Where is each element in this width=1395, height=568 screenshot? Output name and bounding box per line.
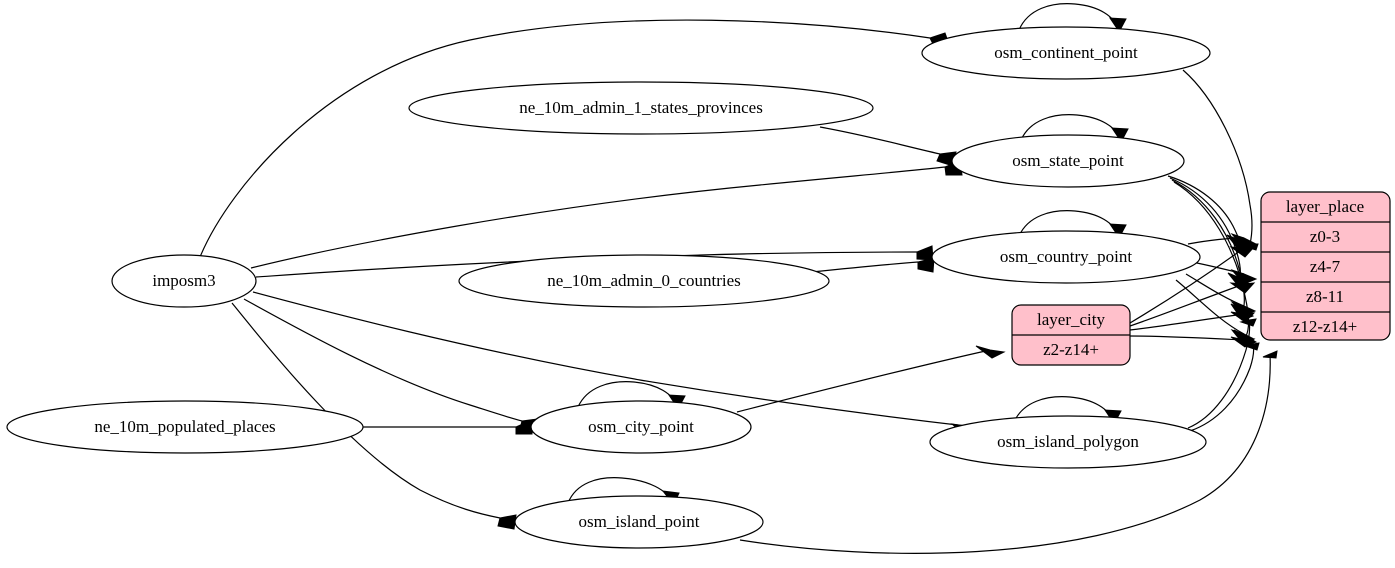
node-label: osm_island_polygon [997, 432, 1139, 451]
node-osm-continent-point[interactable]: osm_continent_point [921, 26, 1211, 80]
edge-ne-countries-to-osm-country-point [811, 257, 935, 273]
node-label: ne_10m_populated_places [94, 417, 275, 436]
node-osm-island-polygon[interactable]: osm_island_polygon [929, 415, 1207, 469]
node-label: osm_country_point [1000, 247, 1132, 266]
node-osm-state-point[interactable]: osm_state_point [951, 134, 1185, 188]
node-label: ne_10m_admin_1_states_provinces [519, 98, 763, 117]
node-ne-10m-populated-places[interactable]: ne_10m_populated_places [6, 400, 364, 454]
edge-osm-city-point-to-layer-city [736, 345, 1006, 413]
node-ne-10m-admin-0-countries[interactable]: ne_10m_admin_0_countries [458, 254, 830, 308]
record-row-z0-3: z0-3 [1310, 227, 1340, 246]
record-title: layer_place [1286, 197, 1364, 216]
node-ne-10m-admin-1-states-provinces[interactable]: ne_10m_admin_1_states_provinces [408, 81, 874, 135]
node-label: ne_10m_admin_0_countries [547, 271, 741, 290]
node-label: osm_state_point [1012, 151, 1124, 170]
node-imposm3[interactable]: imposm3 [111, 254, 257, 308]
edge-layer-city-to-layer-place-z12-z14 [1129, 335, 1256, 348]
edge-imposm3-to-osm-island-point [231, 302, 517, 530]
record-node-layer: layer_place z0-3 z4-7 z8-11 z12-z14+ lay… [1011, 191, 1391, 366]
record-node-layer-place[interactable]: layer_place z0-3 z4-7 z8-11 z12-z14+ [1260, 191, 1391, 341]
edge-imposm3-to-osm-continent-point [199, 19, 951, 258]
node-label: osm_island_point [579, 512, 700, 531]
node-osm-island-point[interactable]: osm_island_point [514, 495, 764, 549]
node-layer: imposm3 ne_10m_admin_1_states_provinces … [6, 26, 1211, 549]
edge-osm-island-polygon-to-layer-place-z8-11 [1187, 318, 1257, 429]
node-label: imposm3 [152, 271, 215, 290]
node-osm-city-point[interactable]: osm_city_point [530, 400, 752, 454]
node-osm-country-point[interactable]: osm_country_point [931, 230, 1201, 284]
edge-osm-continent-point-to-layer-place-z0-3 [1182, 69, 1259, 251]
edge-ne-states-provinces-to-osm-state-point [819, 126, 957, 167]
edge-ne-populated-places-to-osm-city-point [363, 419, 533, 435]
edge-osm-country-point-to-layer-place-z0-3 [1187, 232, 1258, 249]
record-node-layer-city[interactable]: layer_city z2-z14+ [1011, 304, 1131, 366]
record-title: layer_city [1037, 310, 1105, 329]
record-row-z12-z14: z12-z14+ [1293, 317, 1357, 336]
edge-osm-island-polygon-to-layer-place-z12-z14 [1189, 342, 1260, 432]
edge-layer-city-to-layer-place-z0-3 [1129, 246, 1256, 324]
edge-osm-country-point-to-layer-place-z4-7 [1191, 261, 1258, 285]
record-row-z2-z14: z2-z14+ [1043, 340, 1099, 359]
record-row-z4-7: z4-7 [1310, 257, 1341, 276]
node-label: osm_continent_point [994, 43, 1138, 62]
edge-layer-city-to-layer-place-z4-7 [1129, 282, 1256, 327]
record-row-z8-11: z8-11 [1306, 287, 1344, 306]
edge-osm-island-point-to-layer-place-z12-z14 [739, 350, 1278, 554]
node-label: osm_city_point [588, 417, 694, 436]
edge-layer-city-to-layer-place-z8-11 [1129, 311, 1256, 331]
